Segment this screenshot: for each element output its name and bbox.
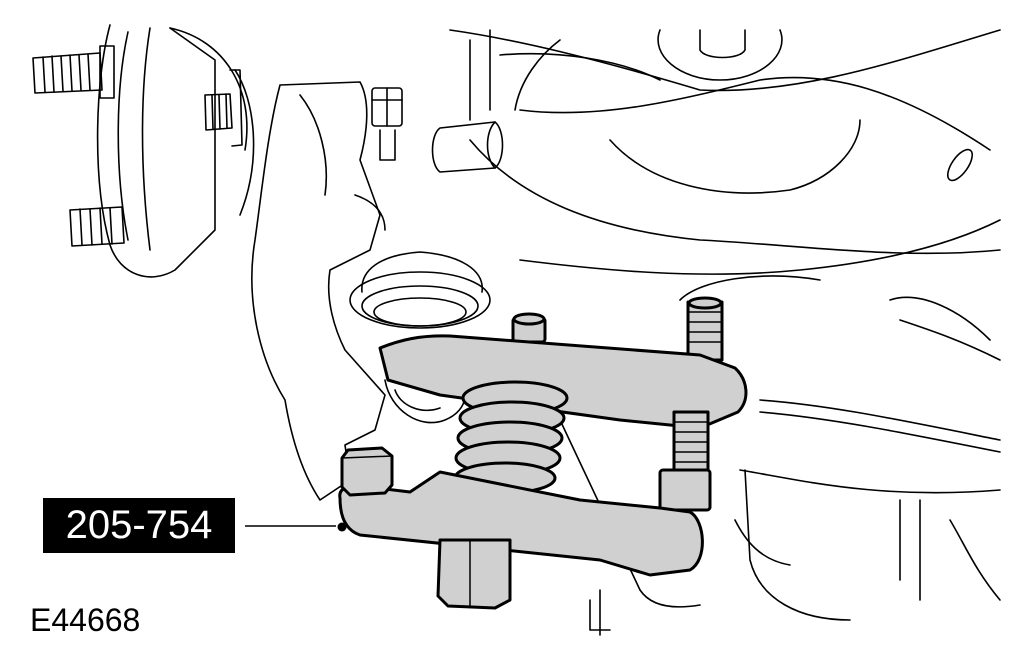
tool-number-callout: 205-754 [43,498,235,553]
callout-leader [245,522,347,532]
wheel-stud-lower [69,206,125,247]
figure-id: E44668 [30,602,141,638]
wheel-stud-middle [204,69,243,147]
lower-threaded-rod [658,410,712,512]
steering-knuckle [251,81,403,501]
spring [453,380,569,495]
upper-threaded-rod [686,296,724,362]
forcing-screw-hex [436,538,512,610]
upper-bolt-head [511,312,547,344]
control-arm [449,29,1001,621]
strut-top [469,29,974,182]
lower-lines [559,419,791,636]
tool-number-label: 205-754 [65,503,213,547]
upper-plate [378,334,748,430]
lower-plate [338,470,704,577]
wheel-hub [96,24,255,278]
lower-nut [340,446,394,497]
special-tool [338,296,748,610]
pin [431,121,504,173]
wheel-stud-upper [32,45,115,99]
